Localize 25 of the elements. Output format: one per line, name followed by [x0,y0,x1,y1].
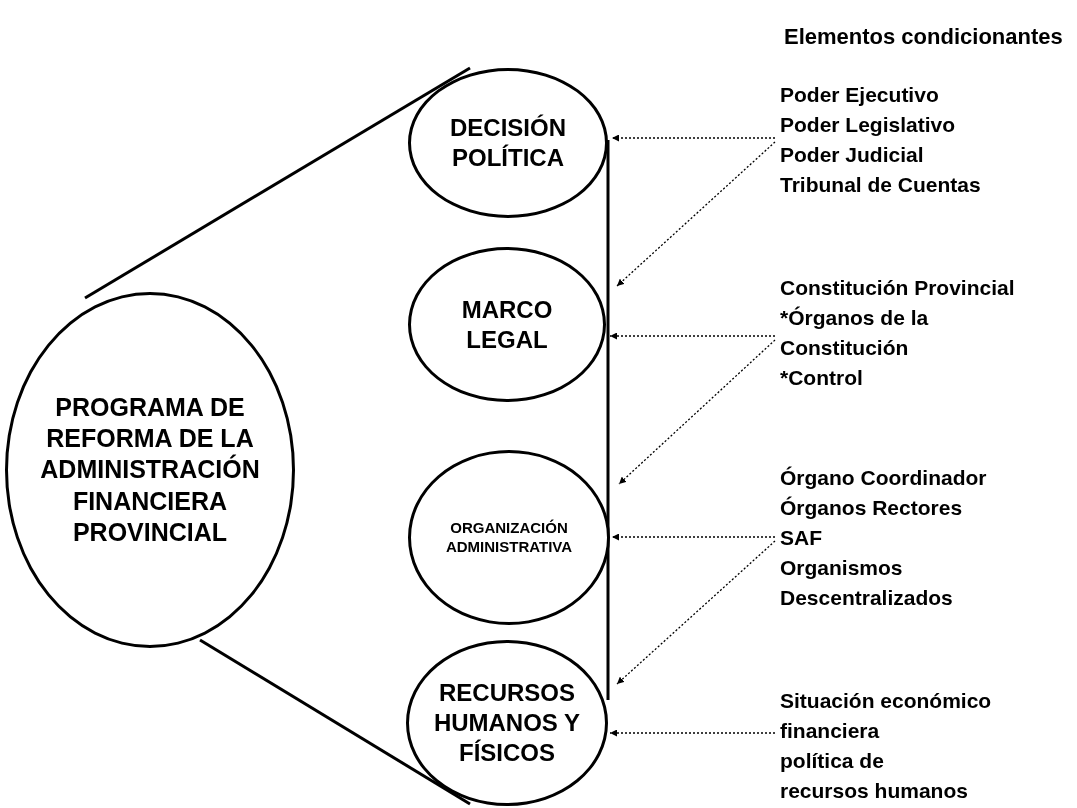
condition-text: *Órganos de la Constitución [780,305,930,361]
heading: Elementos condicionantes [784,23,1063,51]
node-label: MARCO LEGAL [460,294,554,355]
dotted-arrow [611,533,776,541]
node-label: PROGRAMA DE REFORMA DE LA ADMINISTRACIÓN FINANCIERA PROVINCIAL [39,391,261,548]
dotted-arrow [618,339,776,485]
condition-text: Tribunal de Cuentas [780,172,981,198]
condition-text: política de recursos humanos [780,748,968,804]
condition-text: *Control [780,365,863,391]
condition-text: Poder Judicial [780,142,924,168]
condition-text: Organismos Descentralizados [780,555,954,611]
dotted-arrow [609,729,776,737]
condition-text: Órgano Coordinador [780,465,987,491]
dotted-arrow [616,141,776,287]
condition-text: Órganos Rectores [780,495,963,521]
condition-text: Poder Ejecutivo [780,82,939,108]
condition-text: Constitución Provincial [780,275,1015,301]
condition-text: Poder Legislativo [780,112,956,138]
dotted-arrow [616,540,776,685]
condition-text: SAF [780,525,822,551]
dotted-arrow [609,332,776,340]
node-label: DECISIÓN POLÍTICA [449,113,567,173]
dotted-arrow [611,134,776,142]
node-label: RECURSOS HUMANOS Y FÍSICOS [432,678,582,768]
node-label: ORGANIZACIÓN ADMINISTRATIVA [444,518,574,557]
